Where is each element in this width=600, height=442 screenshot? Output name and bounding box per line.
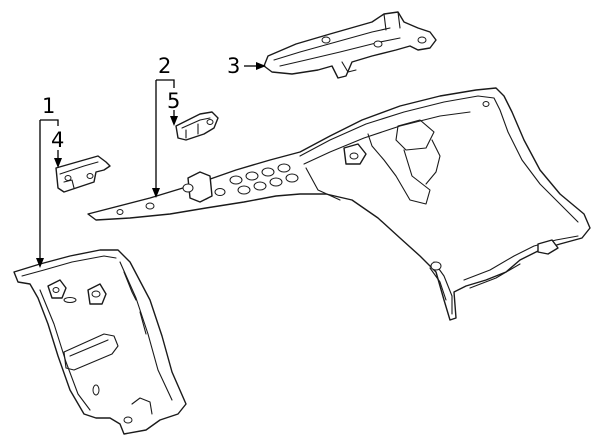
callout-3: 3 — [227, 54, 240, 78]
arrow-2 — [152, 188, 160, 198]
arrow-4 — [54, 158, 62, 168]
callout-2: 2 — [158, 54, 171, 78]
part-3-upper-bracket — [263, 11, 437, 79]
callout-labels: 1 4 2 5 3 — [42, 54, 240, 152]
callout-1: 1 — [42, 94, 55, 118]
leader-1-bracket — [40, 119, 59, 126]
part-2-quarter-trim-panel — [87, 87, 591, 321]
leader-2-bracket — [156, 79, 175, 88]
part-1-pillar-trim — [13, 249, 187, 435]
leader-lines — [36, 62, 266, 268]
arrow-5 — [170, 116, 178, 126]
arrow-3 — [256, 62, 266, 70]
part-4-bracket — [55, 155, 111, 193]
callout-5: 5 — [167, 89, 180, 113]
callout-4: 4 — [51, 128, 64, 152]
arrow-1 — [36, 258, 44, 268]
part-5-clip — [175, 111, 219, 141]
